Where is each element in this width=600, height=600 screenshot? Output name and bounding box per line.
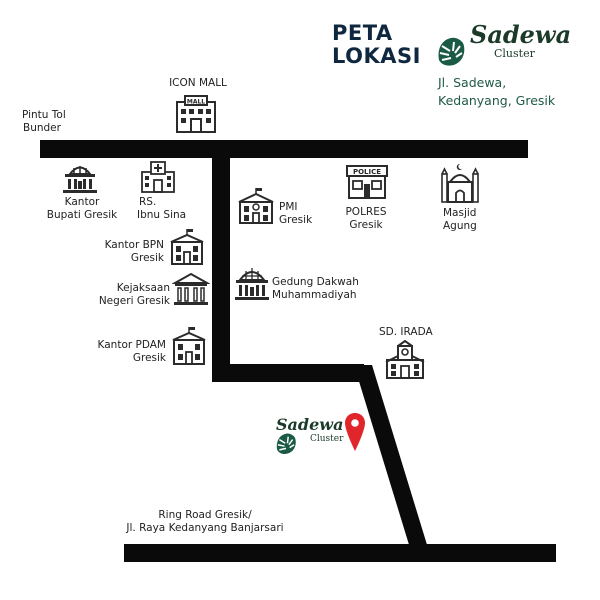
kejaksaan-label-line-1: Kejaksaan bbox=[116, 282, 170, 294]
mall-sign-text: MALL bbox=[187, 99, 205, 106]
rs-ibnu-sina-label-line-2: Ibnu Sina bbox=[137, 209, 187, 221]
kantor-bpn-label-line-1: Kantor BPN bbox=[104, 239, 164, 251]
road-middle-horizontal bbox=[212, 364, 364, 382]
office-building-icon bbox=[170, 229, 204, 265]
monstera-leaf-icon bbox=[276, 433, 296, 455]
kantor-bpn-label: Kantor BPN Gresik bbox=[90, 239, 164, 265]
brand-sub-marker: Cluster bbox=[310, 434, 344, 444]
polres-label: POLRES Gresik bbox=[336, 206, 396, 232]
brand-name-top: Sadewa bbox=[470, 20, 572, 49]
monstera-leaf-icon bbox=[438, 37, 465, 66]
gedung-dakwah-label: Gedung Dakwah Muhammadiyah bbox=[272, 276, 359, 302]
page-title: PETA LOKASI bbox=[332, 22, 421, 68]
kantor-bupati-label-line-2: Bupati Gresik bbox=[46, 209, 118, 221]
kantor-pdam-label: Kantor PDAM Gresik bbox=[84, 339, 166, 365]
hospital-icon bbox=[141, 161, 175, 193]
map-pin-icon[interactable] bbox=[344, 412, 366, 452]
toll-gate-label: Pintu Tol Bunder bbox=[22, 109, 66, 135]
title-line-1: PETA bbox=[332, 21, 393, 45]
ring-road-label: Ring Road Gresik/ Jl. Raya Kedanyang Ban… bbox=[100, 509, 310, 535]
polres-label-line-1: POLRES bbox=[345, 206, 387, 218]
polres-label-line-2: Gresik bbox=[349, 219, 383, 231]
brand-sub-top: Cluster bbox=[494, 47, 535, 60]
kantor-pdam-label-line-2: Gresik bbox=[132, 352, 166, 364]
brand-name-marker: Sadewa bbox=[276, 415, 344, 434]
kantor-bpn-label-line-2: Gresik bbox=[130, 252, 164, 264]
ring-road-label-line-1: Ring Road Gresik/ bbox=[158, 509, 252, 521]
pmi-label-line-2: Gresik bbox=[279, 214, 313, 226]
mosque-icon bbox=[441, 163, 479, 203]
toll-gate-label-line-2: Bunder bbox=[23, 122, 61, 134]
courthouse-icon bbox=[172, 272, 210, 305]
pmi-building-icon bbox=[238, 188, 274, 224]
dome-building-icon bbox=[235, 268, 269, 300]
sd-irada-label: SD. IRADA bbox=[379, 326, 433, 338]
ring-road-label-line-2: Jl. Raya Kedanyang Banjarsari bbox=[126, 522, 284, 534]
police-sign-text: POLICE bbox=[353, 168, 381, 176]
address-line-1: Jl. Sadewa, bbox=[438, 75, 507, 90]
kantor-bupati-label: Kantor Bupati Gresik bbox=[40, 196, 124, 222]
office-building-icon bbox=[172, 327, 206, 365]
road-vertical-main bbox=[212, 150, 230, 380]
title-line-2: LOKASI bbox=[332, 44, 421, 68]
school-icon bbox=[385, 340, 425, 379]
masjid-agung-label-line-2: Agung bbox=[443, 220, 477, 232]
pmi-label-line-1: PMI bbox=[279, 201, 298, 213]
kantor-pdam-label-line-1: Kantor PDAM bbox=[97, 339, 166, 351]
mall-building-icon: MALL bbox=[176, 95, 216, 133]
kantor-bupati-label-line-1: Kantor bbox=[64, 196, 100, 208]
masjid-agung-label-line-1: Masjid bbox=[443, 207, 477, 219]
icon-mall-label: ICON MALL bbox=[169, 77, 227, 89]
kejaksaan-label-line-2: Negeri Gresik bbox=[98, 295, 170, 307]
pmi-label: PMI Gresik bbox=[279, 201, 312, 227]
rs-ibnu-sina-label: RS. Ibnu Sina bbox=[137, 196, 186, 222]
address: Jl. Sadewa, Kedanyang, Gresik bbox=[438, 74, 555, 110]
police-station-icon: POLICE bbox=[346, 165, 388, 199]
rs-ibnu-sina-label-line-1: RS. bbox=[139, 196, 157, 208]
gedung-dakwah-label-line-2: Muhammadiyah bbox=[272, 289, 357, 301]
road-top-horizontal bbox=[40, 140, 528, 158]
government-dome-icon bbox=[63, 166, 97, 193]
gedung-dakwah-label-line-1: Gedung Dakwah bbox=[272, 276, 359, 288]
masjid-agung-label: Masjid Agung bbox=[443, 207, 477, 233]
address-line-2: Kedanyang, Gresik bbox=[438, 93, 556, 108]
toll-gate-label-line-1: Pintu Tol bbox=[22, 109, 66, 121]
road-bottom-horizontal bbox=[124, 544, 556, 562]
kejaksaan-label: Kejaksaan Negeri Gresik bbox=[84, 282, 170, 308]
